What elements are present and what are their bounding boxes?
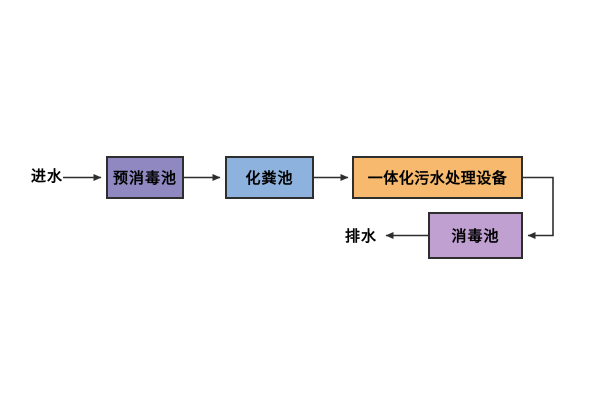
outlet-label: 排水 <box>345 228 378 245</box>
flow-node-septic-tank: 化粪池 <box>225 156 314 199</box>
flow-node-integrated-sewage-equipment: 一体化污水处理设备 <box>352 156 523 199</box>
inlet-label: 进水 <box>31 168 64 185</box>
flow-node-disinfection-tank: 消毒池 <box>428 212 523 259</box>
arrow-integrated-to-disinfection <box>523 176 554 239</box>
flow-node-pre-disinfection-tank: 预消毒池 <box>106 156 184 199</box>
